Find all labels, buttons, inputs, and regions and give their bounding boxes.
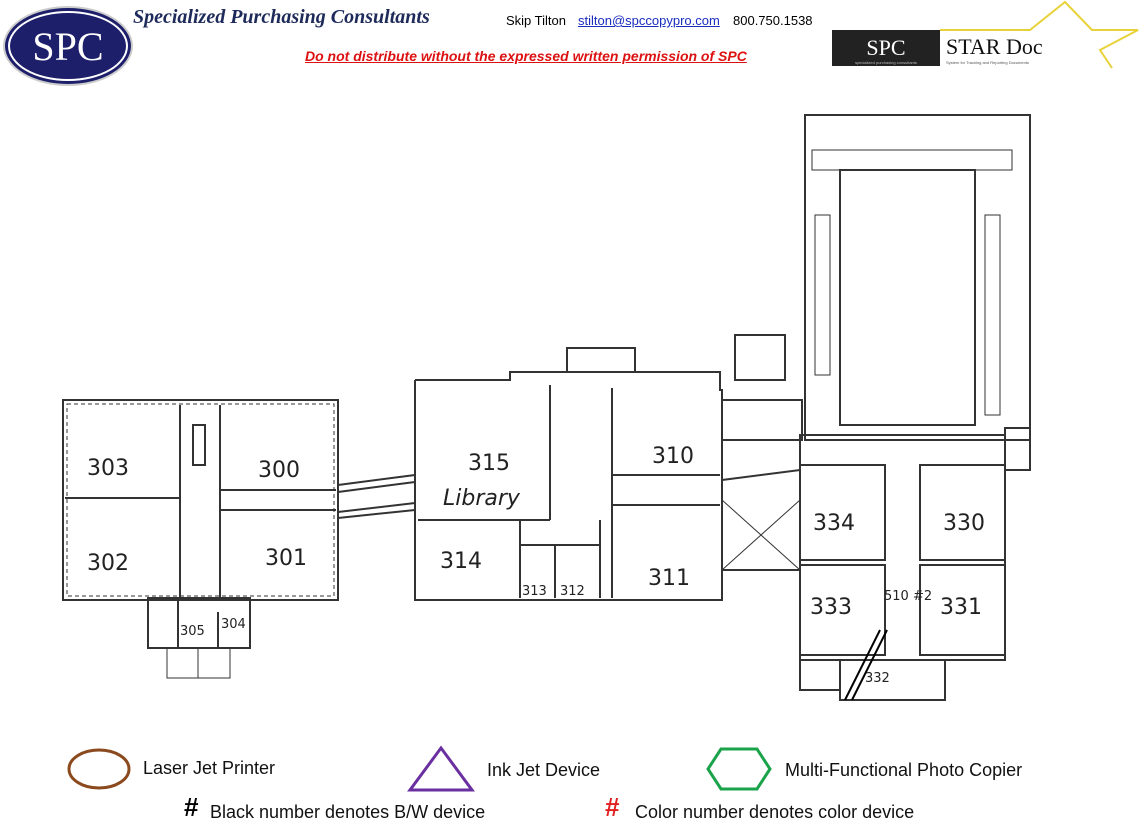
ink-jet-triangle-icon [407, 745, 475, 792]
room-303: 303 [87, 456, 129, 481]
color-hash-symbol: # [605, 792, 620, 822]
contact-name: Skip Tilton [506, 13, 566, 28]
bw-hash-symbol: # [184, 792, 199, 822]
legend-laser: Laser Jet Printer [143, 758, 276, 778]
gymnasium [804, 114, 1031, 471]
spc-logo: SPC [3, 6, 133, 86]
right-wing [799, 434, 1006, 701]
company-name: Specialized Purchasing Consultants [133, 6, 430, 28]
room-332: 332 [865, 671, 890, 686]
room-310: 310 [652, 444, 694, 469]
room-333: 333 [810, 595, 852, 620]
room-314: 314 [440, 549, 482, 574]
legend-bw: Black number denotes B/W device [210, 802, 486, 822]
mfp-hexagon-icon [706, 747, 772, 791]
star-logo-tagline: specialized purchasing consultants [855, 60, 917, 65]
room-302: 302 [87, 551, 129, 576]
contact-phone: 800.750.1538 [733, 13, 813, 28]
room-311: 311 [648, 566, 690, 591]
room-315-library: Library [443, 486, 521, 511]
room-313: 313 [522, 584, 547, 599]
legend-mfp: Multi-Functional Photo Copier [785, 760, 1023, 780]
room-304: 304 [221, 617, 246, 632]
star-doc-logo: SPC STAR Doc specialized purchasing cons… [832, 0, 1139, 69]
distribution-warning: Do not distribute without the expressed … [305, 48, 747, 64]
contact-email-link[interactable]: stilton@spccopypro.com [578, 13, 720, 28]
room-334: 334 [813, 511, 855, 536]
room-301: 301 [265, 546, 307, 571]
link-section [721, 334, 803, 571]
middle-wing [414, 347, 723, 601]
legend-color: Color number denotes color device [635, 802, 915, 822]
room-331: 331 [940, 595, 982, 620]
device-note: 510 #2 [884, 589, 932, 604]
laser-printer-circle-icon [67, 748, 131, 790]
left-wing [62, 399, 339, 679]
room-300: 300 [258, 458, 300, 483]
legend-inkjet: Ink Jet Device [487, 760, 601, 780]
connector-corridor [337, 474, 416, 519]
star-logo-spc: SPC [866, 35, 905, 60]
floor-plan: 303 300 302 301 305 304 315 Library 310 … [62, 114, 1031, 701]
star-logo-title: STAR Doc [946, 34, 1043, 59]
star-logo-subtitle: System for Tracking and Reporting Docume… [946, 60, 1029, 65]
room-315: 315 [468, 451, 510, 476]
room-312: 312 [560, 584, 585, 599]
room-330: 330 [943, 511, 985, 536]
room-305: 305 [180, 624, 205, 639]
